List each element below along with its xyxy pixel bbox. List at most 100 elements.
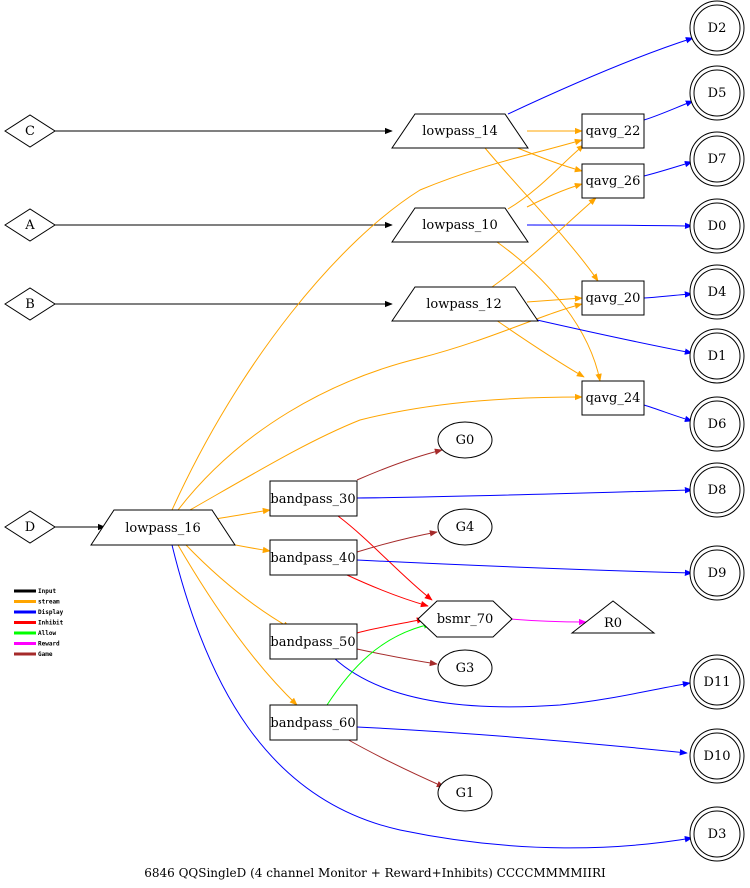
edges-layer: [55, 37, 694, 849]
node-g4-label: G4: [456, 520, 475, 535]
edge-lowpass14-qavg26: [514, 146, 583, 173]
diamond-shape: [4, 114, 56, 148]
inner-circle: [693, 658, 741, 706]
inner-circle: [693, 549, 741, 597]
edge-bandpass60-d10: [356, 726, 688, 756]
node-a-label: A: [24, 218, 35, 233]
box-shape: [581, 380, 645, 416]
node-lowpass-10[interactable]: lowpass_10: [391, 207, 529, 243]
node-qavg-26-label: qavg_26: [586, 174, 641, 189]
node-d6[interactable]: D6: [689, 396, 745, 452]
node-g4[interactable]: G4: [437, 508, 493, 546]
node-qavg-26[interactable]: qavg_26: [581, 163, 645, 199]
edge-lowpass16-bandpass50: [185, 544, 291, 629]
node-d4-label: D4: [708, 285, 727, 300]
edge-lowpass12-qavg24: [495, 319, 585, 378]
node-bandpass-40-label: bandpass_40: [270, 551, 355, 566]
edge-lowpass12-qavg26: [491, 197, 597, 288]
node-lowpass-14[interactable]: lowpass_14: [391, 113, 529, 149]
node-d1[interactable]: D1: [689, 328, 745, 384]
node-d-label: D: [25, 520, 35, 535]
node-bsmr-70[interactable]: bsmr_70: [417, 600, 513, 638]
ellipse-shape: [437, 774, 493, 812]
node-d7-label: D7: [708, 152, 727, 167]
node-bandpass-40[interactable]: bandpass_40: [269, 539, 358, 576]
node-g3-label: G3: [456, 661, 475, 676]
legend-label-inhibit: Inhibit: [38, 620, 64, 627]
legend-label-game: Game: [38, 651, 53, 658]
legend-label-display: Display: [38, 609, 64, 616]
node-a[interactable]: A: [4, 208, 56, 242]
node-d2[interactable]: D2: [689, 0, 745, 56]
node-g1-label: G1: [456, 786, 475, 801]
trapezoid-shape: [90, 509, 236, 546]
node-d4[interactable]: D4: [689, 264, 745, 320]
node-bandpass-50[interactable]: bandpass_50: [269, 623, 358, 660]
edge-lowpass16-bandpass30: [214, 507, 271, 520]
node-d11[interactable]: D11: [689, 654, 745, 710]
node-qavg-24[interactable]: qavg_24: [581, 380, 645, 416]
node-d5[interactable]: D5: [689, 65, 745, 121]
inner-circle: [693, 202, 741, 250]
node-d2-label: D2: [708, 21, 727, 36]
node-bandpass-60[interactable]: bandpass_60: [269, 704, 358, 741]
edge-lowpass10-d0: [526, 222, 693, 230]
node-g0[interactable]: G0: [437, 421, 493, 459]
edge-bandpass30-bsmr70: [337, 515, 433, 601]
edge-qavg20-d4: [643, 291, 693, 299]
edge-bandpass50-g3: [356, 648, 438, 667]
edge-qavg26-d7: [643, 160, 693, 177]
node-d0-label: D0: [708, 219, 727, 234]
node-qavg-22[interactable]: qavg_22: [581, 113, 645, 149]
node-g1[interactable]: G1: [437, 774, 493, 812]
node-d[interactable]: D: [4, 510, 56, 544]
node-d1-label: D1: [708, 349, 727, 364]
hexagon-shape: [417, 600, 513, 638]
node-b[interactable]: B: [4, 287, 56, 321]
node-d11-label: D11: [704, 675, 731, 690]
edge-lowpass12-d1: [536, 319, 693, 355]
diamond-shape: [4, 287, 56, 321]
edge-lowpass12-qavg20: [526, 295, 583, 303]
node-d8[interactable]: D8: [689, 462, 745, 518]
diagram-caption: 6846 QQSingleD (4 channel Monitor + Rewa…: [144, 866, 606, 880]
legend-label-allow: Allow: [38, 630, 56, 637]
node-r0[interactable]: R0: [570, 600, 656, 634]
node-d3[interactable]: D3: [689, 806, 745, 862]
inner-circle: [693, 4, 741, 52]
edge-lowpass16-qavg20: [177, 302, 583, 511]
node-c[interactable]: C: [4, 114, 56, 148]
edge-qavg22-d5: [643, 100, 694, 121]
node-bandpass-30[interactable]: bandpass_30: [269, 480, 358, 517]
node-lowpass-16[interactable]: lowpass_16: [90, 509, 236, 546]
node-d0[interactable]: D0: [689, 198, 745, 254]
edge-bandpass60-bsmr70: [326, 622, 432, 706]
node-d9[interactable]: D9: [689, 545, 745, 601]
node-d7[interactable]: D7: [689, 131, 745, 187]
box-shape: [269, 623, 358, 660]
box-shape: [581, 113, 645, 149]
edge-bandpass60-g1: [344, 737, 445, 788]
edge-qavg24-d6: [643, 404, 693, 423]
box-shape: [581, 163, 645, 199]
node-d10[interactable]: D10: [689, 728, 745, 784]
node-lowpass-10-label: lowpass_10: [422, 218, 498, 233]
node-g3[interactable]: G3: [437, 649, 493, 687]
node-bandpass-50-label: bandpass_50: [270, 635, 355, 650]
edge-lowpass10-qavg26: [526, 183, 583, 208]
inner-circle: [693, 400, 741, 448]
node-bsmr-70-label: bsmr_70: [437, 612, 494, 627]
node-bandpass-30-label: bandpass_30: [270, 492, 355, 507]
inner-circle: [693, 268, 741, 316]
inner-circle: [693, 332, 741, 380]
node-lowpass-12[interactable]: lowpass_12: [391, 286, 539, 322]
node-r0-label: R0: [604, 616, 622, 631]
trapezoid-shape: [391, 113, 529, 149]
triangle-shape: [570, 600, 656, 634]
node-b-label: B: [25, 297, 35, 312]
inner-circle: [693, 69, 741, 117]
node-lowpass-12-label: lowpass_12: [426, 297, 502, 312]
trapezoid-shape: [391, 286, 539, 322]
node-qavg-20[interactable]: qavg_20: [581, 280, 645, 316]
node-qavg-24-label: qavg_24: [586, 391, 641, 406]
